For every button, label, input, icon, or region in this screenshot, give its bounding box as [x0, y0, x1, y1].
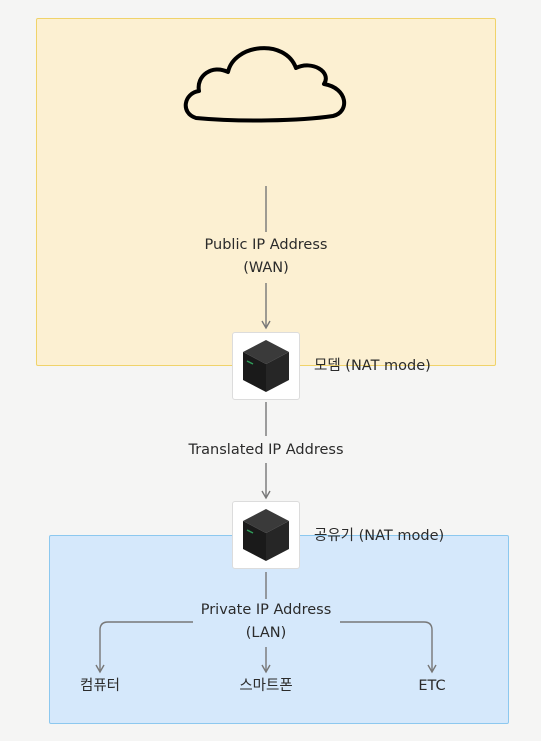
translated-ip-label: Translated IP Address	[188, 442, 344, 458]
private-ip-label-line1: Private IP Address	[200, 602, 332, 618]
private-ip-label: Private IP Address (LAN)	[186, 599, 346, 645]
router-node[interactable]	[232, 501, 300, 569]
public-ip-label-line2: (WAN)	[243, 260, 289, 276]
private-ip-label-line2: (LAN)	[245, 625, 287, 641]
router-label: 공유기 (NAT mode)	[314, 528, 445, 544]
public-ip-label-line1: Public IP Address	[204, 237, 328, 253]
endpoint-smartphone: 스마트폰	[239, 678, 293, 694]
endpoint-etc: ETC	[418, 678, 446, 694]
server-cube-icon	[243, 340, 289, 392]
modem-node[interactable]	[232, 332, 300, 400]
server-cube-icon	[243, 509, 289, 561]
wire-lan-etc	[340, 621, 437, 674]
public-ip-label: Public IP Address (WAN)	[186, 234, 346, 280]
modem-label: 모뎀 (NAT mode)	[314, 358, 431, 374]
wire-lan-computer	[95, 621, 193, 674]
cloud-icon	[183, 46, 347, 123]
endpoint-computer: 컴퓨터	[79, 678, 121, 694]
